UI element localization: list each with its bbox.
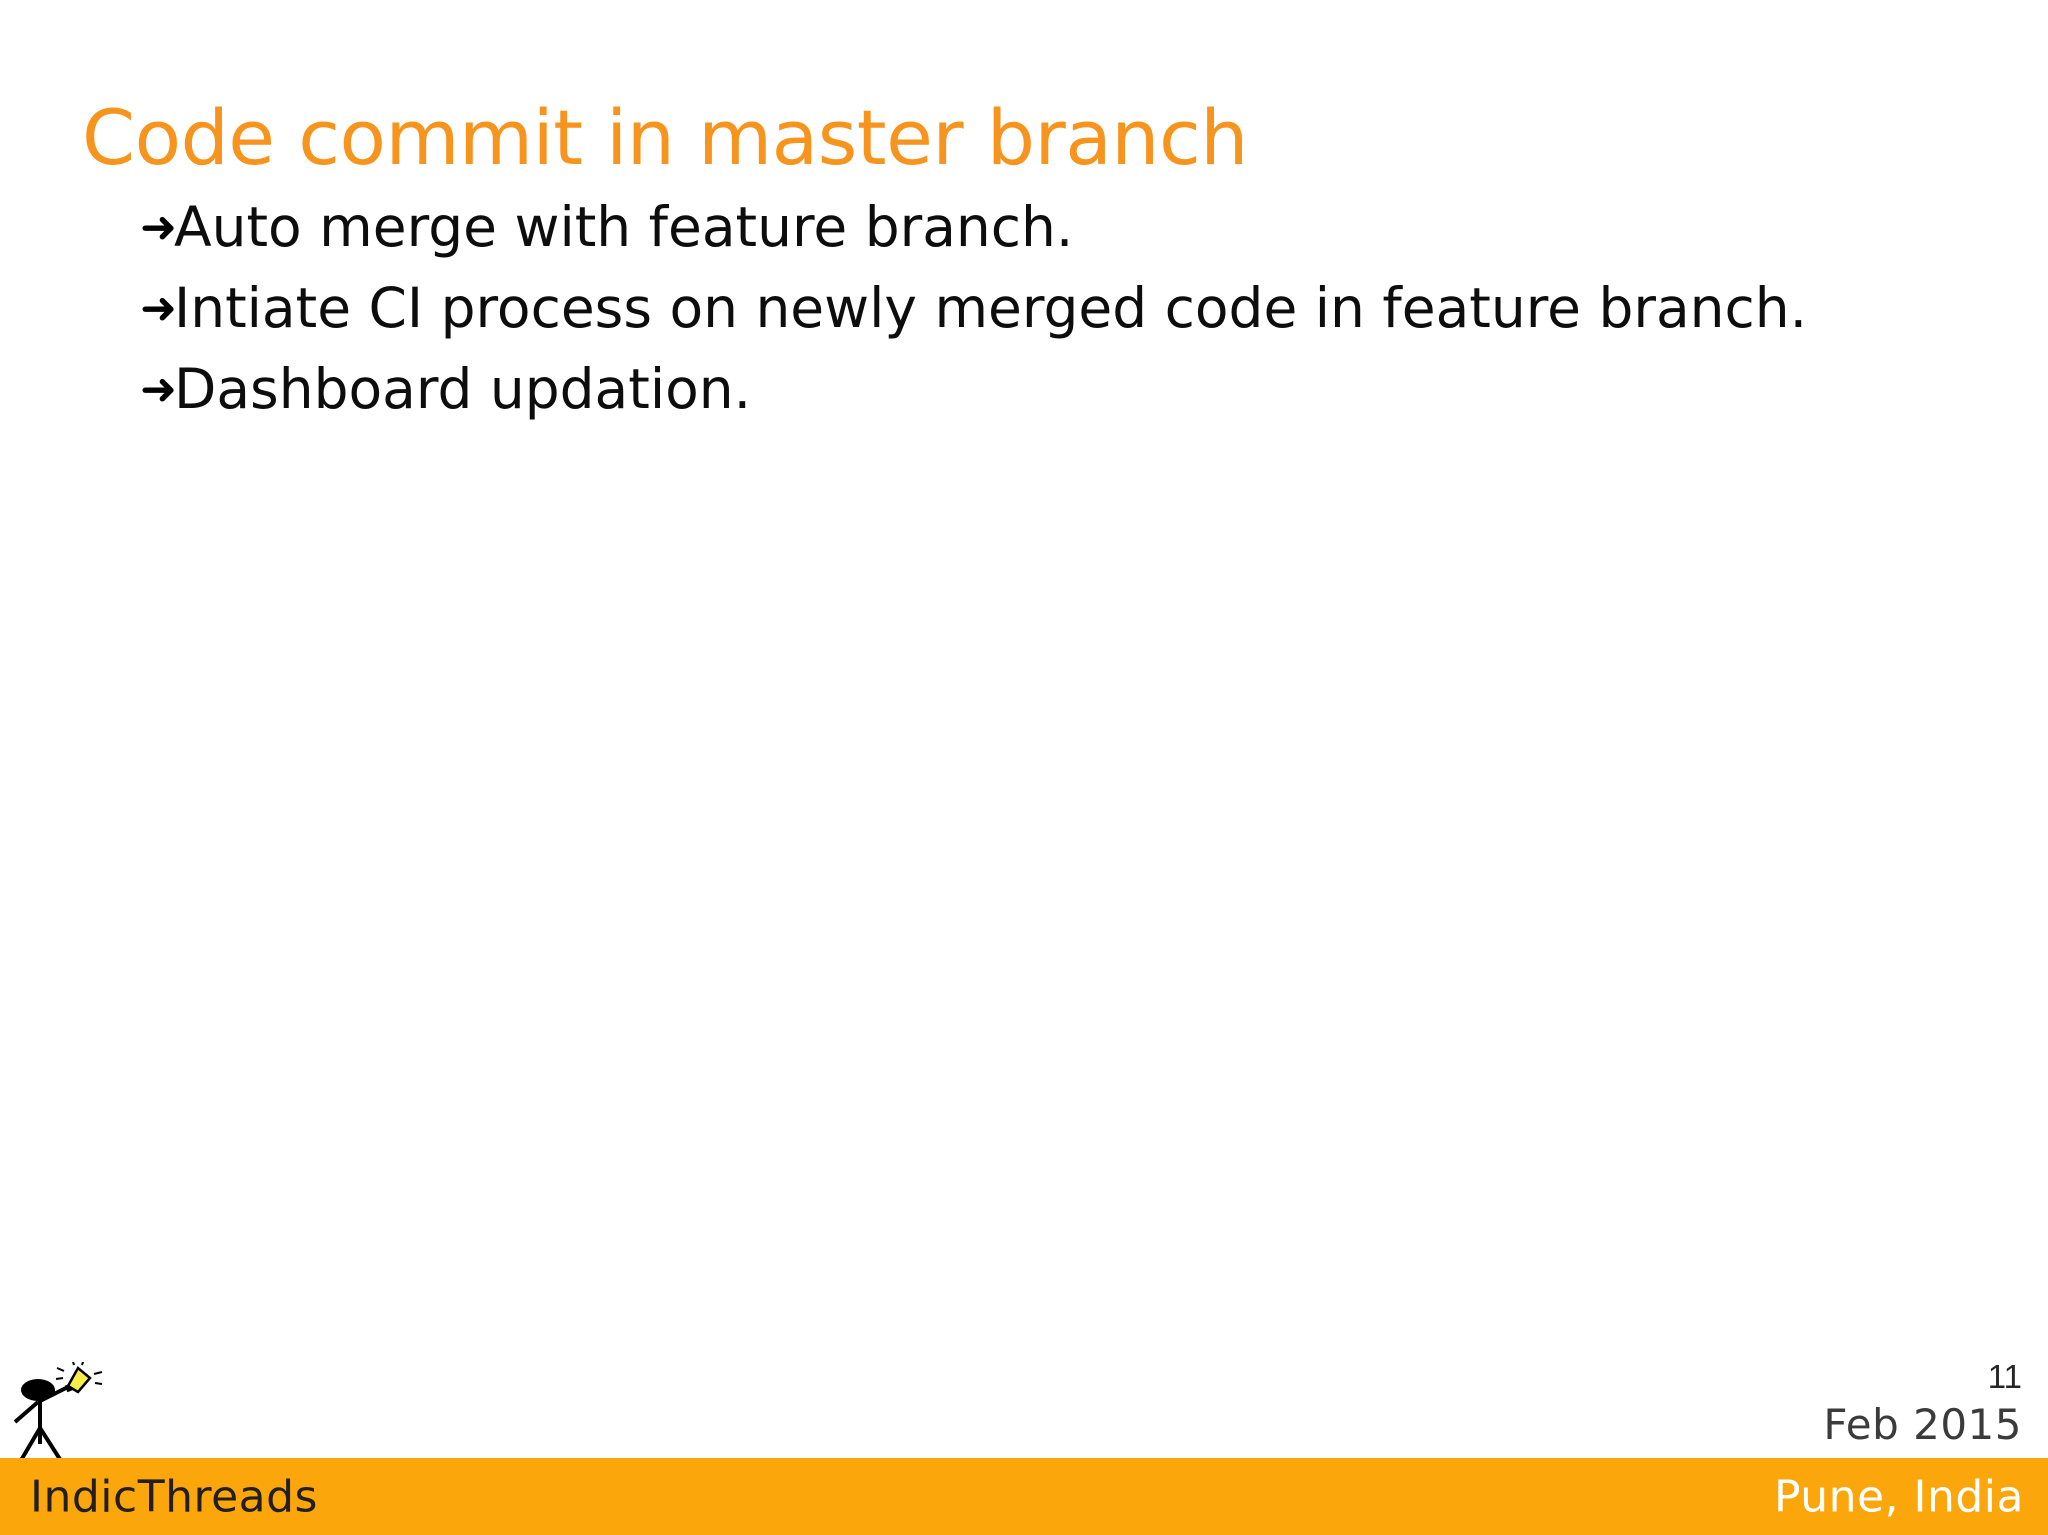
- list-item: ➜ Intiate CI process on newly merged cod…: [140, 281, 1980, 336]
- brand-logo-text: IndicThreads: [30, 1471, 318, 1522]
- list-item-label: Dashboard updation.: [174, 357, 752, 421]
- page-title: Code commit in master branch: [82, 92, 1248, 182]
- bullet-list: ➜ Auto merge with feature branch. ➜ Inti…: [140, 200, 1980, 443]
- arrow-right-icon: ➜: [140, 283, 177, 334]
- list-item: ➜ Dashboard updation.: [140, 362, 1980, 417]
- footer-bar: IndicThreads Pune, India: [0, 1458, 2048, 1535]
- event-date: Feb 2015: [1823, 1400, 2022, 1449]
- arrow-right-icon: ➜: [140, 202, 177, 253]
- list-item: ➜ Auto merge with feature branch.: [140, 200, 1980, 255]
- list-item-label: Intiate CI process on newly merged code …: [174, 276, 1808, 340]
- stick-figure-with-lightbulb-icon: [8, 1357, 124, 1467]
- page-number: 11: [1987, 1358, 2022, 1395]
- arrow-right-icon: ➜: [140, 364, 177, 415]
- event-location: Pune, India: [1773, 1471, 2024, 1522]
- list-item-label: Auto merge with feature branch.: [174, 195, 1074, 259]
